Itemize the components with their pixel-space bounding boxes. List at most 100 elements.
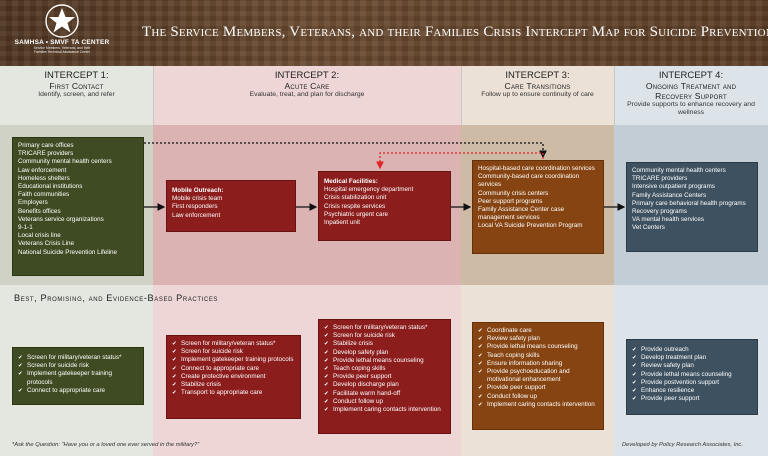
intercept-subtitle: Acute Care bbox=[284, 81, 330, 91]
credit-line: Developed by Policy Research Associates,… bbox=[622, 442, 743, 448]
check-item: Provide peer support bbox=[478, 384, 598, 392]
intercept-description: Evaluate, treat, and plan for discharge bbox=[249, 91, 365, 98]
check-item: Teach coping skills bbox=[324, 365, 445, 373]
check-item: Provide lethal means counseling bbox=[478, 343, 598, 351]
intercept-2-heading: INTERCEPT 2: Acute Care Evaluate, treat,… bbox=[153, 70, 461, 99]
list-item: Inpatient unit bbox=[324, 219, 361, 227]
check-item: Review safety plan bbox=[632, 362, 752, 370]
list-item: Psychiatric urgent care bbox=[324, 210, 389, 218]
practices-intercept-2a: Screen for military/veteran status* Scre… bbox=[166, 335, 301, 419]
check-item: Stabilize crisis bbox=[172, 381, 295, 389]
list-item: Law enforcement bbox=[172, 211, 221, 219]
check-item: Create protective environment bbox=[172, 373, 295, 381]
check-item: Develop treatment plan bbox=[632, 354, 752, 362]
intercept-title: INTERCEPT 1: bbox=[44, 70, 109, 81]
first-contact-box: Primary care offices TRICARE providers C… bbox=[12, 137, 144, 276]
check-item: Implement caring contacts intervention bbox=[324, 406, 445, 414]
check-item: Provide outreach bbox=[632, 346, 752, 354]
list-item: VA mental health services bbox=[632, 216, 704, 224]
intercept-description: Provide supports to enhance recovery and… bbox=[627, 101, 755, 116]
care-transitions-box: Hospital-based care coordination service… bbox=[472, 160, 604, 254]
check-item: Screen for military/veteran status* bbox=[324, 324, 445, 332]
list-item: Law enforcement bbox=[18, 166, 67, 174]
check-item: Develop safety plan bbox=[324, 349, 445, 357]
logo-name: SAMHSA • SMVF TA CENTER bbox=[14, 39, 110, 46]
list-item: Veterans Crisis Line bbox=[18, 240, 74, 248]
check-item: Ensure information sharing bbox=[478, 360, 598, 368]
list-item: TRICARE providers bbox=[18, 150, 74, 158]
star-icon bbox=[45, 4, 79, 38]
samhsa-logo: SAMHSA • SMVF TA CENTER Service Members,… bbox=[6, 4, 118, 62]
intercept-title: INTERCEPT 3: bbox=[505, 70, 570, 81]
check-item: Screen for suicide risk bbox=[172, 348, 295, 356]
list-item: Mobile crisis team bbox=[172, 195, 223, 203]
intercept-subtitle: Care Transitions bbox=[504, 81, 571, 91]
list-item: Veterans service organizations bbox=[18, 215, 104, 223]
list-item: Peer support programs bbox=[478, 197, 543, 205]
check-item: Provide peer support bbox=[632, 395, 752, 403]
practices-intercept-1: Screen for military/veteran status* Scre… bbox=[12, 347, 144, 405]
practices-heading: Best, Promising, and Evidence-Based Prac… bbox=[14, 293, 219, 303]
logo-sub-1: Service Members, Veterans, and their bbox=[33, 46, 91, 50]
list-item: Benefits offices bbox=[18, 207, 61, 215]
footnote: *Ask the Question: “Have you or a loved … bbox=[12, 442, 200, 448]
list-item: Hospital emergency department bbox=[324, 186, 414, 194]
intercept-1-heading: INTERCEPT 1: First Contact Identify, scr… bbox=[0, 70, 153, 99]
check-item: Implement gatekeeper training protocols bbox=[18, 370, 138, 386]
column-divider bbox=[461, 66, 462, 125]
check-item: Connect to appropriate care bbox=[18, 387, 138, 395]
list-item: Homeless shelters bbox=[18, 174, 70, 182]
column-divider bbox=[614, 66, 615, 125]
intercept-title: INTERCEPT 2: bbox=[274, 70, 340, 81]
check-item: Coordinate care bbox=[478, 327, 598, 335]
intercept-4-heading: INTERCEPT 4: Ongoing Treatment and Recov… bbox=[614, 70, 768, 117]
check-item: Teach coping skills bbox=[478, 352, 598, 360]
page-title: The Service Members, Veterans, and their… bbox=[142, 24, 768, 40]
list-item: Educational institutions bbox=[18, 183, 83, 191]
list-item: Recovery programs bbox=[632, 208, 687, 216]
list-item: Intensive outpatient programs bbox=[632, 183, 715, 191]
intercept-description: Follow up to ensure continuity of care bbox=[481, 91, 594, 98]
check-item: Connect to appropriate care bbox=[172, 365, 295, 373]
column-divider bbox=[153, 66, 154, 125]
check-item: Screen for military/veteran status* bbox=[172, 340, 295, 348]
practices-intercept-4: Provide outreach Develop treatment plan … bbox=[626, 339, 758, 415]
check-item: Screen for suicide risk bbox=[18, 362, 138, 370]
mobile-outreach-box: Mobile Outreach: Mobile crisis team Firs… bbox=[166, 180, 296, 232]
logo-sub-2: Families Technical Assistance Center bbox=[34, 50, 90, 54]
check-item: Transport to appropriate care bbox=[172, 389, 295, 397]
list-item: First responders bbox=[172, 203, 218, 211]
check-item: Implement caring contacts intervention bbox=[478, 401, 598, 409]
check-item: Provide psychoeducation and motivational… bbox=[478, 368, 598, 384]
check-item: Develop discharge plan bbox=[324, 381, 445, 389]
check-item: Review safety plan bbox=[478, 335, 598, 343]
list-item: 9-1-1 bbox=[18, 224, 33, 232]
check-item: Conduct follow up bbox=[478, 393, 598, 401]
check-item: Screen for suicide risk bbox=[324, 332, 445, 340]
list-item: Community mental health centers bbox=[632, 167, 726, 174]
list-item: Community mental health centers bbox=[18, 158, 112, 166]
intercept-subtitle: First Contact bbox=[49, 81, 104, 91]
intercept-title: INTERCEPT 4: bbox=[658, 70, 724, 81]
check-item: Provide lethal means counseling bbox=[632, 371, 752, 379]
list-item: Faith communities bbox=[18, 191, 70, 199]
list-item: Crisis stabilization unit bbox=[324, 194, 387, 202]
list-item: Family Assistance Centers bbox=[632, 191, 707, 199]
list-item: Primary care behavioral health programs bbox=[632, 199, 746, 207]
check-item: Provide lethal means counseling bbox=[324, 357, 445, 365]
list-item: National Suicide Prevention Lifeline bbox=[18, 248, 118, 256]
check-item: Stabilize crisis bbox=[324, 340, 445, 348]
practices-intercept-3: Coordinate care Review safety plan Provi… bbox=[472, 322, 604, 430]
intercept-3-heading: INTERCEPT 3: Care Transitions Follow up … bbox=[461, 70, 614, 99]
check-item: Screen for military/veteran status* bbox=[18, 354, 138, 362]
list-item: Primary care offices bbox=[18, 142, 74, 149]
list-item: Crisis respite services bbox=[324, 202, 386, 210]
check-item: Provide peer support bbox=[324, 373, 445, 381]
intercept-description: Identify, screen, and refer bbox=[38, 91, 115, 98]
list-item: TRICARE providers bbox=[632, 175, 688, 183]
list-item: Employers bbox=[18, 199, 48, 207]
list-item: Community crisis centers bbox=[478, 189, 549, 197]
list-item: Family Assistance Center case management… bbox=[478, 206, 565, 222]
intercept-subtitle: Ongoing Treatment and Recovery Support bbox=[645, 81, 737, 101]
check-item: Enhance resilience bbox=[632, 387, 752, 395]
